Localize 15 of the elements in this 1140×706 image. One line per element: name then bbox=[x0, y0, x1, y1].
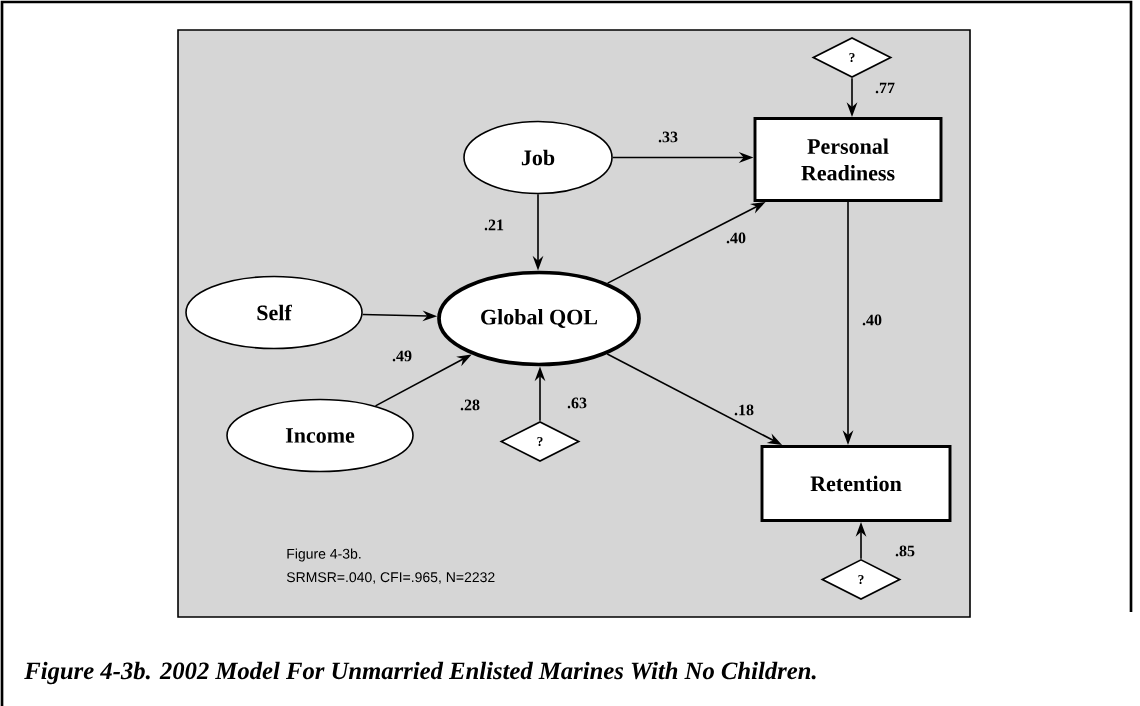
path-coefficient: .63 bbox=[567, 397, 587, 409]
path-coefficient: .85 bbox=[895, 545, 915, 557]
path-coefficient: .21 bbox=[484, 219, 504, 231]
figure-label: Figure 4-3b. bbox=[287, 548, 361, 562]
path-coefficient: .40 bbox=[862, 314, 882, 326]
path-coefficient: .18 bbox=[734, 404, 754, 416]
outcome-box: Retention bbox=[760, 445, 952, 522]
path-coefficient: .33 bbox=[658, 131, 678, 143]
path-coefficient: .40 bbox=[726, 232, 746, 244]
fit-statistics: SRMSR=.040, CFI=.965, N=2232 bbox=[286, 572, 495, 584]
outcome-box: Personal Readiness bbox=[753, 117, 943, 202]
caption: Figure 4-3b. 2002 Model For Unmarried Enlisted Marines With No Children. bbox=[24, 661, 816, 685]
path-coefficient: .28 bbox=[460, 399, 480, 411]
path-coefficient: .49 bbox=[392, 350, 412, 362]
path-coefficient: .77 bbox=[875, 82, 895, 94]
